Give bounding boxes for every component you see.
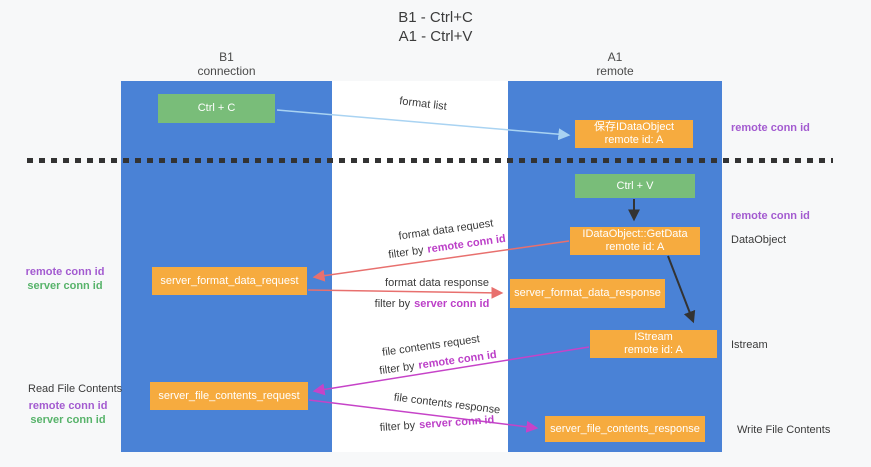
server-conn-id-text: server conn id	[414, 298, 490, 310]
node-ctrl-c-label: Ctrl + C	[197, 102, 236, 114]
label-dataobject: DataObject	[731, 234, 787, 246]
node-server-format-data-request: server_format_data_request	[152, 267, 307, 295]
node-server-file-contents-response: server_file_contents_response	[545, 416, 705, 442]
lane-b1-name: B1	[219, 50, 234, 64]
node-server-format-data-response-label: server_format_data_response	[514, 287, 661, 299]
label-remote-conn-id-left-1: remote conn id	[25, 266, 105, 278]
node-save-idataobject-line2: remote id: A	[604, 134, 664, 146]
label-remote-conn-id-left-2: remote conn id	[28, 400, 108, 412]
node-save-idataobject: 保存IDataObject remote id: A	[575, 120, 693, 148]
title-line-a1: A1 - Ctrl+V	[398, 28, 473, 45]
node-ctrl-v: Ctrl + V	[575, 174, 695, 198]
node-ctrl-c: Ctrl + C	[158, 94, 275, 123]
node-getdata-line1: IDataObject::GetData	[582, 228, 688, 240]
label-read-file-contents: Read File Contents	[28, 383, 123, 395]
label-format-data-response: format data response	[385, 277, 489, 289]
filter-by-text: filter by	[374, 298, 411, 310]
node-ctrl-v-label: Ctrl + V	[616, 179, 654, 192]
node-istream: IStream remote id: A	[590, 330, 717, 358]
label-write-file-contents: Write File Contents	[737, 424, 831, 436]
filter-by-text: filter by	[379, 419, 416, 434]
left-conn-id-stack-1: remote conn id server conn id	[22, 265, 108, 293]
lane-header-b1: B1 connection	[121, 50, 332, 78]
node-istream-line2: remote id: A	[624, 344, 683, 356]
node-istream-line1: IStream	[634, 331, 673, 343]
title-line-b1: B1 - Ctrl+C	[398, 9, 473, 26]
label-remote-conn-id-right-2: remote conn id	[731, 210, 810, 222]
node-server-file-contents-response-label: server_file_contents_response	[550, 422, 700, 435]
label-istream: Istream	[731, 339, 768, 351]
node-server-format-data-response: server_format_data_response	[510, 279, 665, 308]
label-remote-conn-id-right-1: remote conn id	[731, 122, 810, 134]
node-server-file-contents-request-label: server_file_contents_request	[158, 389, 300, 402]
left-conn-id-stack-2: remote conn id server conn id	[24, 399, 112, 427]
label-server-conn-id-left-2: server conn id	[30, 414, 106, 426]
diagram-title: B1 - Ctrl+C A1 - Ctrl+V	[0, 8, 871, 46]
label-server-conn-id-left-1: server conn id	[27, 280, 103, 292]
node-idataobject-getdata: IDataObject::GetData remote id: A	[570, 227, 700, 255]
node-server-format-data-request-label: server_format_data_request	[160, 274, 299, 287]
lane-b1-subtitle: connection	[197, 64, 256, 78]
lane-header-a1: A1 remote	[508, 50, 722, 78]
lane-a1-name: A1	[607, 50, 623, 64]
node-server-file-contents-request: server_file_contents_request	[150, 382, 308, 410]
node-getdata-line2: remote id: A	[605, 241, 665, 253]
node-save-idataobject-line1: 保存IDataObject	[593, 121, 675, 133]
session-separator-dashed-line	[27, 158, 833, 163]
lane-a1-subtitle: remote	[596, 64, 634, 78]
